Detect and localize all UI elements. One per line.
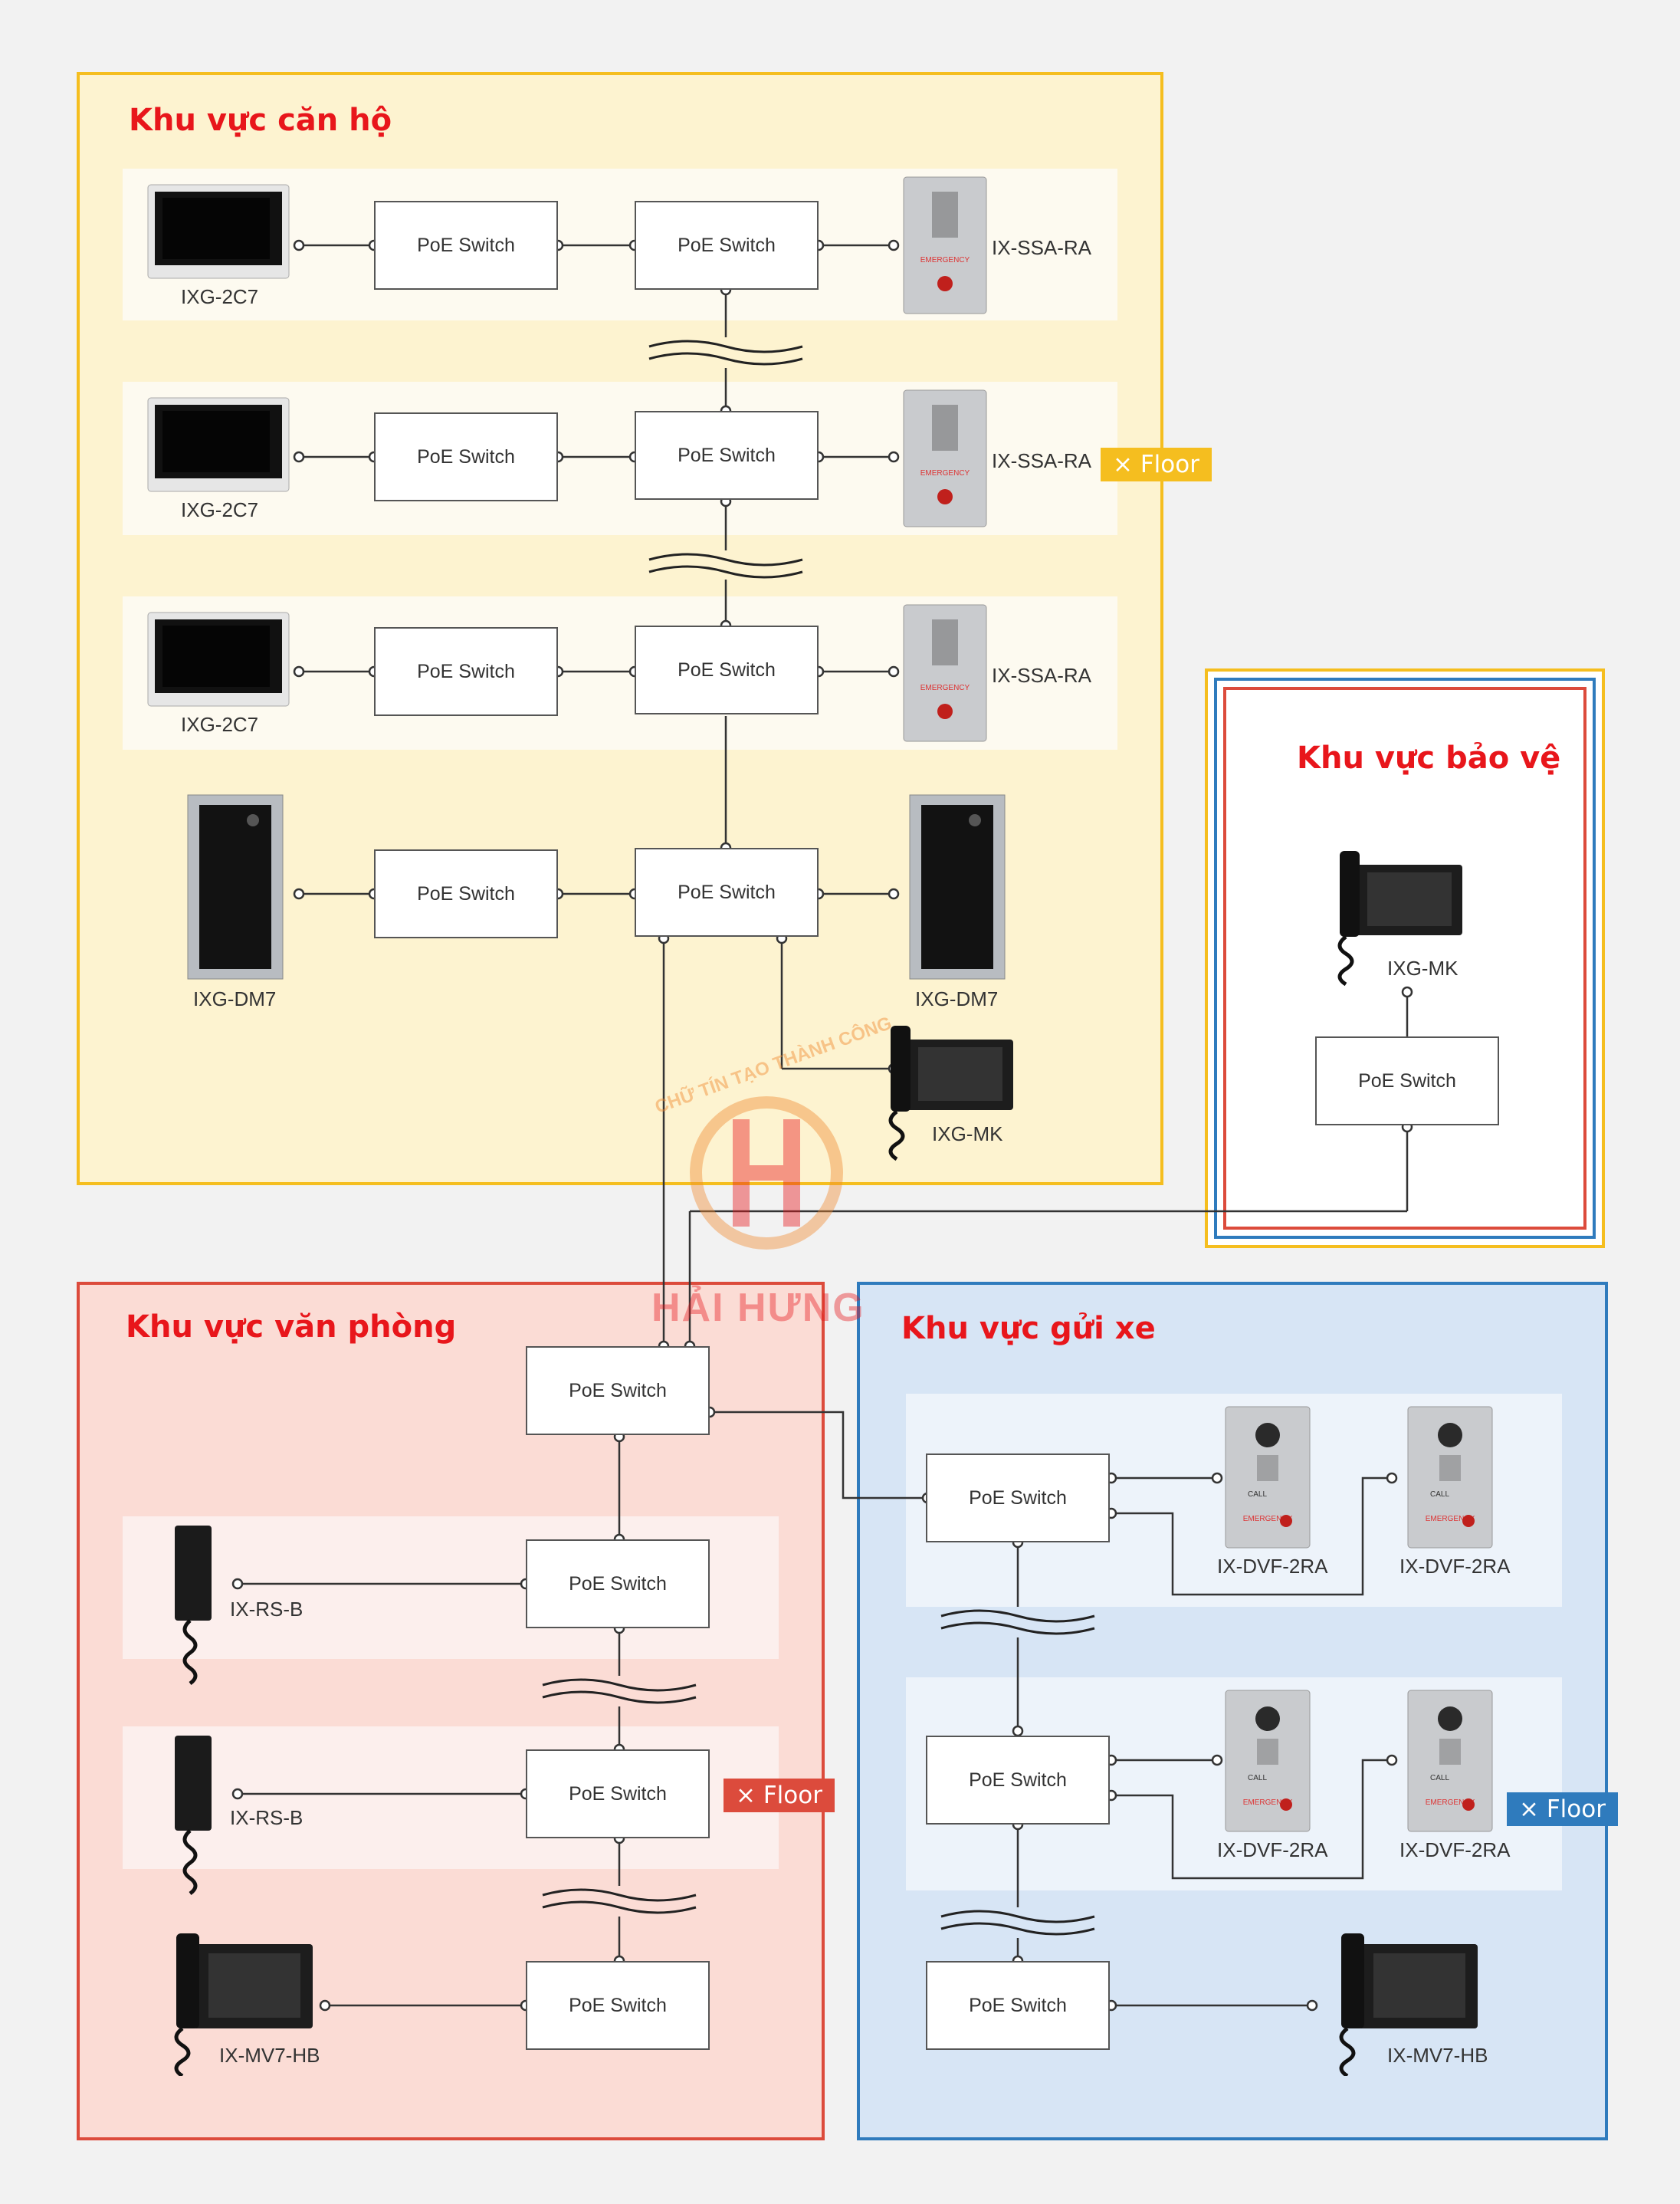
poe-switch: PoE Switch bbox=[526, 1961, 710, 2050]
emergency-station-icon: EMERGENCY bbox=[903, 389, 987, 527]
device-label: IXG-DM7 bbox=[193, 987, 277, 1010]
master-station-icon bbox=[174, 1933, 313, 2076]
apartment-zone-title: Khu vực căn hộ bbox=[129, 103, 392, 138]
svg-text:EMERGENCY: EMERGENCY bbox=[1243, 1798, 1293, 1807]
device-label: IX-RS-B bbox=[230, 1598, 304, 1621]
video-door-station-icon: CALL EMERGENCY bbox=[1225, 1690, 1311, 1832]
emergency-station-icon: EMERGENCY bbox=[903, 604, 987, 742]
ixg-2c7-monitor-icon bbox=[147, 184, 290, 279]
svg-text:EMERGENCY: EMERGENCY bbox=[920, 469, 970, 478]
door-station-icon bbox=[187, 794, 284, 980]
device-label: IX-DVF-2RA bbox=[1217, 1838, 1328, 1861]
floor-badge: × Floor bbox=[1101, 448, 1212, 481]
svg-text:CALL: CALL bbox=[1430, 1774, 1449, 1782]
security-zone-border-blue bbox=[1214, 678, 1596, 1239]
svg-text:CALL: CALL bbox=[1248, 1490, 1267, 1499]
emergency-station-icon: EMERGENCY bbox=[903, 176, 987, 314]
master-station-icon bbox=[888, 1026, 1013, 1161]
device-label: IX-SSA-RA bbox=[992, 449, 1092, 472]
device-label: IX-DVF-2RA bbox=[1399, 1555, 1511, 1578]
poe-switch: PoE Switch bbox=[635, 848, 819, 937]
svg-text:EMERGENCY: EMERGENCY bbox=[1426, 1798, 1475, 1807]
parking-zone-title: Khu vực gửi xe bbox=[901, 1311, 1156, 1346]
video-door-station-icon: CALL EMERGENCY bbox=[1225, 1406, 1311, 1549]
device-label: IXG-2C7 bbox=[181, 713, 259, 736]
device-label: IX-SSA-RA bbox=[992, 664, 1092, 687]
video-door-station-icon: CALL EMERGENCY bbox=[1407, 1406, 1493, 1549]
svg-text:EMERGENCY: EMERGENCY bbox=[1243, 1515, 1293, 1523]
ixg-2c7-monitor-icon bbox=[147, 397, 290, 492]
watermark-brand: HẢI HƯNG bbox=[651, 1286, 865, 1330]
device-label: IX-DVF-2RA bbox=[1217, 1555, 1328, 1578]
svg-text:EMERGENCY: EMERGENCY bbox=[1426, 1515, 1475, 1523]
office-zone-title: Khu vực văn phòng bbox=[126, 1309, 457, 1345]
poe-switch: PoE Switch bbox=[374, 627, 558, 716]
poe-switch: PoE Switch bbox=[926, 1736, 1110, 1825]
device-label: IX-MV7-HB bbox=[1387, 2044, 1488, 2067]
poe-switch: PoE Switch bbox=[1315, 1036, 1499, 1125]
device-label: IX-RS-B bbox=[230, 1806, 304, 1829]
device-label: IXG-MK bbox=[1387, 957, 1459, 980]
poe-switch: PoE Switch bbox=[926, 1961, 1110, 2050]
security-zone-title: Khu vực bảo vệ bbox=[1297, 741, 1561, 776]
floor-badge: × Floor bbox=[1507, 1792, 1618, 1826]
device-label: IX-MV7-HB bbox=[219, 2044, 320, 2067]
door-station-icon bbox=[909, 794, 1006, 980]
handset-icon bbox=[175, 1736, 212, 1896]
poe-switch: PoE Switch bbox=[374, 849, 558, 938]
handset-icon bbox=[175, 1526, 212, 1686]
poe-switch: PoE Switch bbox=[926, 1453, 1110, 1542]
poe-switch: PoE Switch bbox=[526, 1749, 710, 1838]
svg-text:CALL: CALL bbox=[1430, 1490, 1449, 1499]
device-label: IX-SSA-RA bbox=[992, 236, 1092, 259]
poe-switch: PoE Switch bbox=[635, 201, 819, 290]
master-station-icon bbox=[1337, 851, 1462, 987]
poe-switch: PoE Switch bbox=[635, 626, 819, 714]
svg-text:CALL: CALL bbox=[1248, 1774, 1267, 1782]
device-label: IXG-2C7 bbox=[181, 498, 259, 521]
master-station-icon bbox=[1339, 1933, 1478, 2076]
video-door-station-icon: CALL EMERGENCY bbox=[1407, 1690, 1493, 1832]
hai-hung-logo-icon bbox=[690, 1096, 843, 1250]
device-label: IXG-2C7 bbox=[181, 285, 259, 308]
device-label: IXG-MK bbox=[932, 1122, 1003, 1145]
poe-switch: PoE Switch bbox=[526, 1539, 710, 1628]
poe-switch: PoE Switch bbox=[526, 1346, 710, 1435]
poe-switch: PoE Switch bbox=[374, 412, 558, 501]
security-zone-border-red bbox=[1223, 687, 1586, 1230]
device-label: IX-DVF-2RA bbox=[1399, 1838, 1511, 1861]
floor-badge: × Floor bbox=[724, 1779, 835, 1812]
poe-switch: PoE Switch bbox=[374, 201, 558, 290]
svg-text:EMERGENCY: EMERGENCY bbox=[920, 684, 970, 692]
ixg-2c7-monitor-icon bbox=[147, 612, 290, 707]
svg-text:EMERGENCY: EMERGENCY bbox=[920, 256, 970, 264]
poe-switch: PoE Switch bbox=[635, 411, 819, 500]
device-label: IXG-DM7 bbox=[915, 987, 999, 1010]
